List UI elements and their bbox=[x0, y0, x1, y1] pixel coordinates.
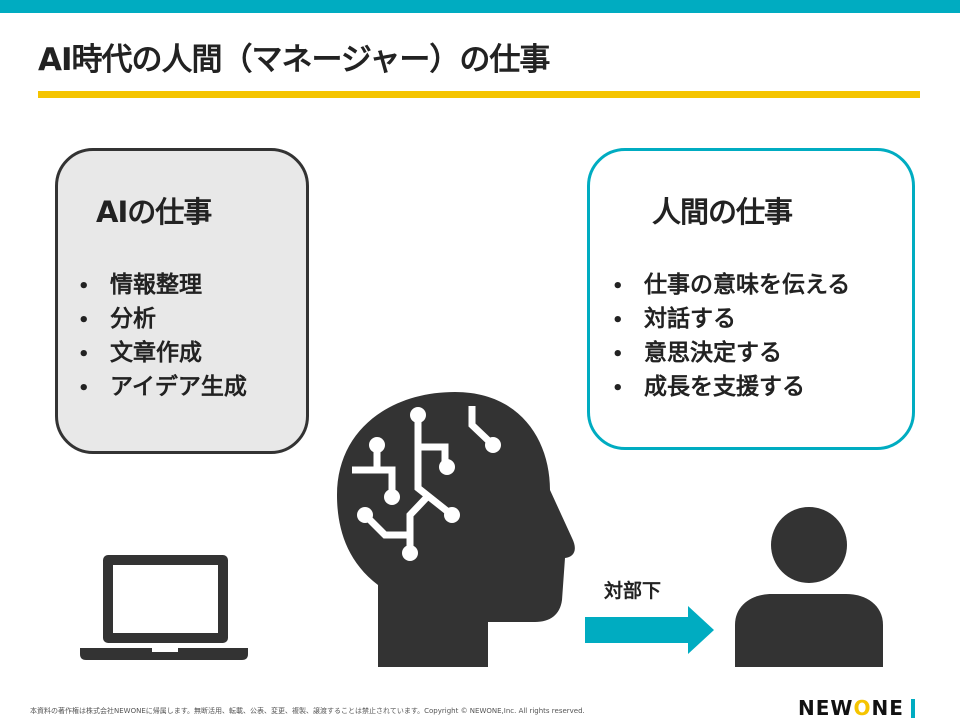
list-item: アイデア生成 bbox=[78, 371, 247, 405]
list-item: 成長を支援する bbox=[612, 371, 850, 405]
list-item: 情報整理 bbox=[78, 269, 247, 303]
ai-work-heading: AIの仕事 bbox=[96, 195, 212, 229]
list-item: 対話する bbox=[612, 303, 850, 337]
ai-head-icon bbox=[337, 392, 575, 667]
arrow-label: 対部下 bbox=[604, 580, 662, 602]
title-underline bbox=[38, 91, 920, 98]
newone-logo: NEWONE bbox=[798, 696, 904, 720]
page-title: AI時代の人間（マネージャー）の仕事 bbox=[38, 42, 550, 78]
laptop-icon bbox=[80, 555, 248, 660]
ai-work-box: AIの仕事 情報整理 分析 文章作成 アイデア生成 bbox=[55, 148, 309, 454]
arrow-right-icon bbox=[585, 606, 714, 654]
list-item: 文章作成 bbox=[78, 337, 247, 371]
copyright-footer: 本資料の著作権は株式会社NEWONEに帰属します。無断活用、転載、公表、変更、複… bbox=[30, 707, 585, 715]
human-work-heading: 人間の仕事 bbox=[652, 195, 793, 229]
person-icon bbox=[735, 507, 883, 667]
logo-text: O bbox=[853, 696, 872, 720]
list-item: 意思決定する bbox=[612, 337, 850, 371]
logo-text: NE bbox=[871, 696, 904, 720]
logo-bar bbox=[911, 699, 915, 718]
list-item: 仕事の意味を伝える bbox=[612, 269, 850, 303]
human-work-box: 人間の仕事 仕事の意味を伝える 対話する 意思決定する 成長を支援する bbox=[587, 148, 915, 450]
logo-text: NEW bbox=[798, 696, 854, 720]
list-item: 分析 bbox=[78, 303, 247, 337]
top-bar bbox=[0, 0, 960, 13]
